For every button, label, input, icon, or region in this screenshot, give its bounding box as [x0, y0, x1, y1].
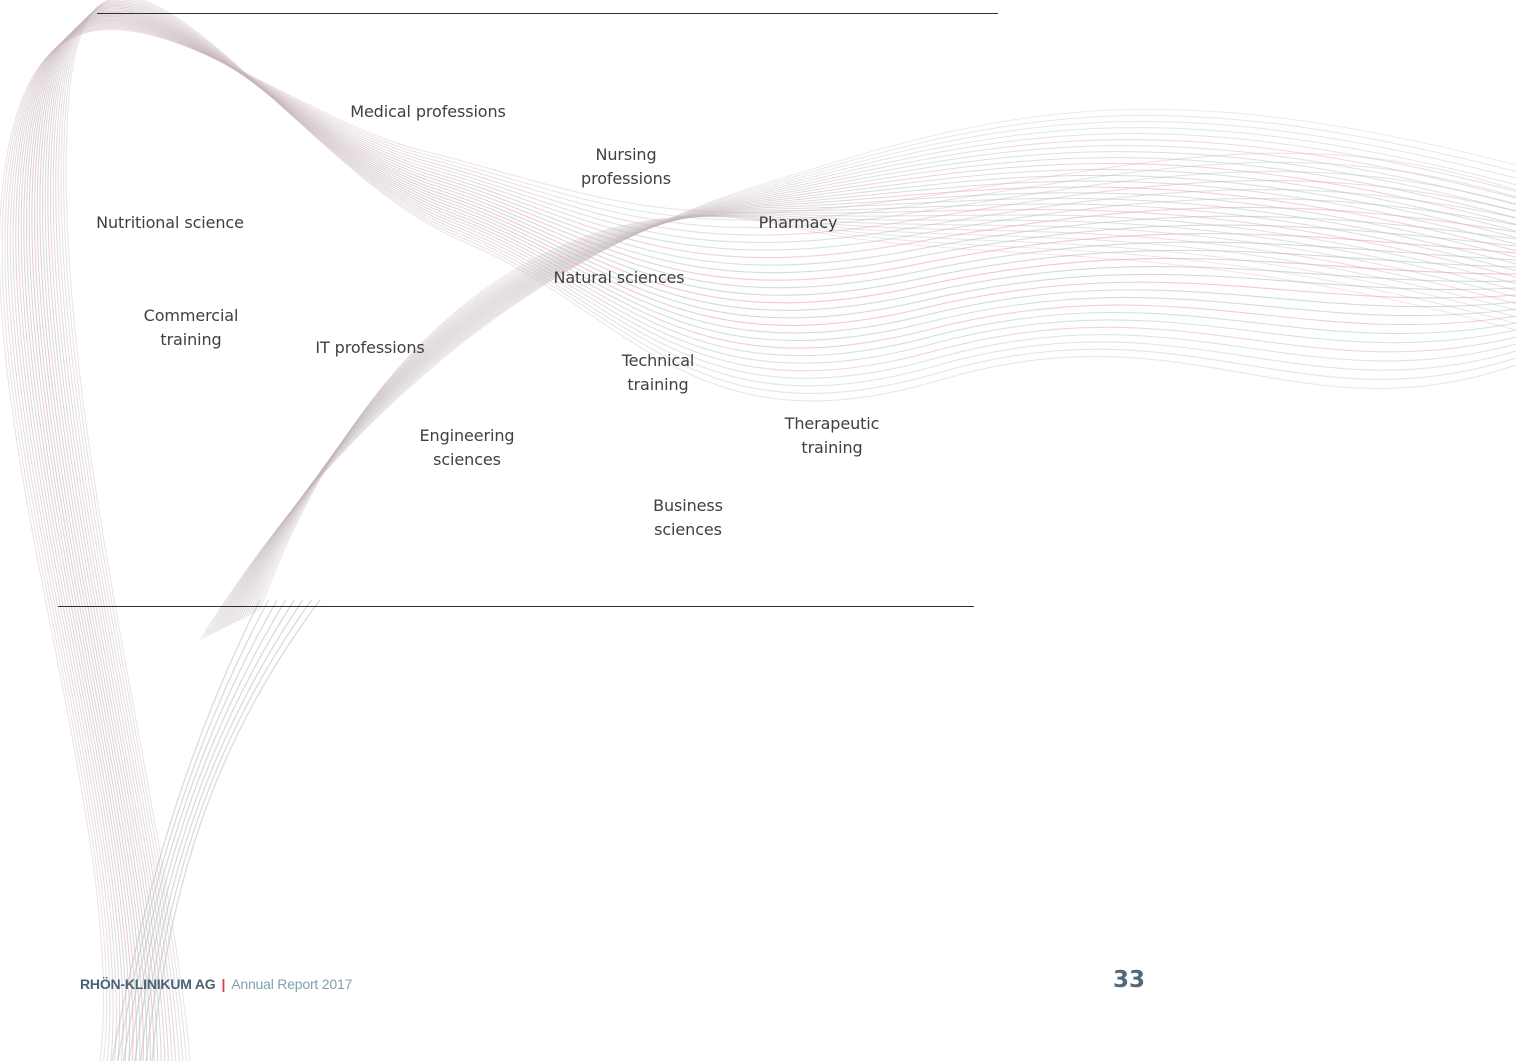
- wave-line: [7, 25, 1516, 1061]
- wave-line: [15, 22, 1516, 1061]
- wave-line: [33, 13, 1516, 1061]
- label-business-sciences: Business sciences: [653, 496, 723, 539]
- wave-line: [235, 197, 1516, 623]
- wave-line: [228, 180, 1516, 626]
- wave-line: [117, 599, 270, 1061]
- wave-line: [31, 14, 1516, 1061]
- wave-line: [230, 186, 1516, 625]
- wave-line: [23, 18, 1516, 1061]
- wave-line: [9, 24, 1516, 1061]
- label-therapeutic-training: Therapeutic training: [784, 414, 880, 457]
- label-medical-professions: Medical professions: [350, 102, 506, 121]
- wave-line: [41, 9, 1516, 1061]
- wave-line: [259, 215, 1516, 611]
- wave-line: [12, 23, 1516, 1061]
- wave-line: [145, 599, 312, 1061]
- wave-line: [233, 192, 1516, 624]
- label-it-professions: IT professions: [315, 338, 425, 357]
- wave-line: [39, 10, 1516, 1061]
- wave-line: [0, 28, 1516, 1061]
- label-nursing-professions: Nursing professions: [581, 145, 671, 188]
- wave-line: [128, 599, 287, 1061]
- wave-line: [139, 599, 304, 1061]
- label-natural-sciences: Natural sciences: [553, 268, 685, 287]
- wave-line: [254, 215, 1516, 613]
- wave-line: [237, 203, 1516, 622]
- footer-separator: |: [221, 976, 226, 992]
- wave-line: [4, 26, 1516, 1061]
- wave-line: [223, 168, 1516, 629]
- wave-line: [242, 212, 1516, 619]
- wave-line: [17, 20, 1516, 1061]
- wave-line: [211, 139, 1516, 635]
- wave-line: [55, 2, 1516, 1061]
- wave-line: [206, 127, 1516, 637]
- wave-line: [28, 15, 1516, 1061]
- footer-company-name: RHÖN-KLINIKUM AG: [80, 976, 216, 992]
- page-number: 33: [1113, 967, 1146, 993]
- footer-report-title: Annual Report 2017: [231, 976, 353, 992]
- wave-line: [216, 151, 1516, 632]
- wave-line: [218, 157, 1516, 631]
- wave-line: [204, 120, 1516, 638]
- wave-line: [44, 7, 1516, 1061]
- bottom-rule: [58, 606, 974, 607]
- wave-line: [57, 0, 1516, 1061]
- label-engineering-sciences: Engineering sciences: [419, 426, 515, 469]
- wave-line: [49, 5, 1516, 1061]
- wave-line: [252, 215, 1516, 614]
- wave-line: [20, 19, 1516, 1061]
- footer-caption: RHÖN-KLINIKUM AG | Annual Report 2017: [80, 976, 352, 992]
- label-technical-training: Technical training: [621, 351, 695, 394]
- wave-line: [247, 214, 1516, 617]
- wave-line: [240, 209, 1516, 620]
- wave-line: [225, 174, 1516, 628]
- wave-line: [213, 145, 1516, 634]
- label-pharmacy: Pharmacy: [758, 213, 838, 232]
- wave-line: [60, 0, 1516, 1061]
- wave-line: [151, 599, 321, 1061]
- wave-line: [122, 599, 278, 1061]
- wave-line: [63, 0, 1516, 1061]
- wave-line: [47, 6, 1516, 1061]
- top-rule: [97, 13, 998, 14]
- wave-line: [111, 599, 261, 1061]
- wave-line: [1, 27, 1516, 1061]
- wave-line: [52, 3, 1516, 1061]
- wave-line: [249, 215, 1516, 615]
- wave-line: [36, 11, 1516, 1061]
- label-nutritional-science: Nutritional science: [96, 213, 244, 232]
- wave-line: [201, 114, 1516, 640]
- label-commercial-training: Commercial training: [143, 306, 239, 349]
- wave-line: [245, 213, 1516, 618]
- wave-line: [134, 599, 295, 1061]
- wave-line: [199, 108, 1516, 641]
- wave-line: [221, 163, 1516, 630]
- wave-line: [65, 0, 1516, 1061]
- wave-line: [25, 17, 1516, 1061]
- wave-line: [257, 215, 1516, 612]
- wave-line: [209, 133, 1516, 636]
